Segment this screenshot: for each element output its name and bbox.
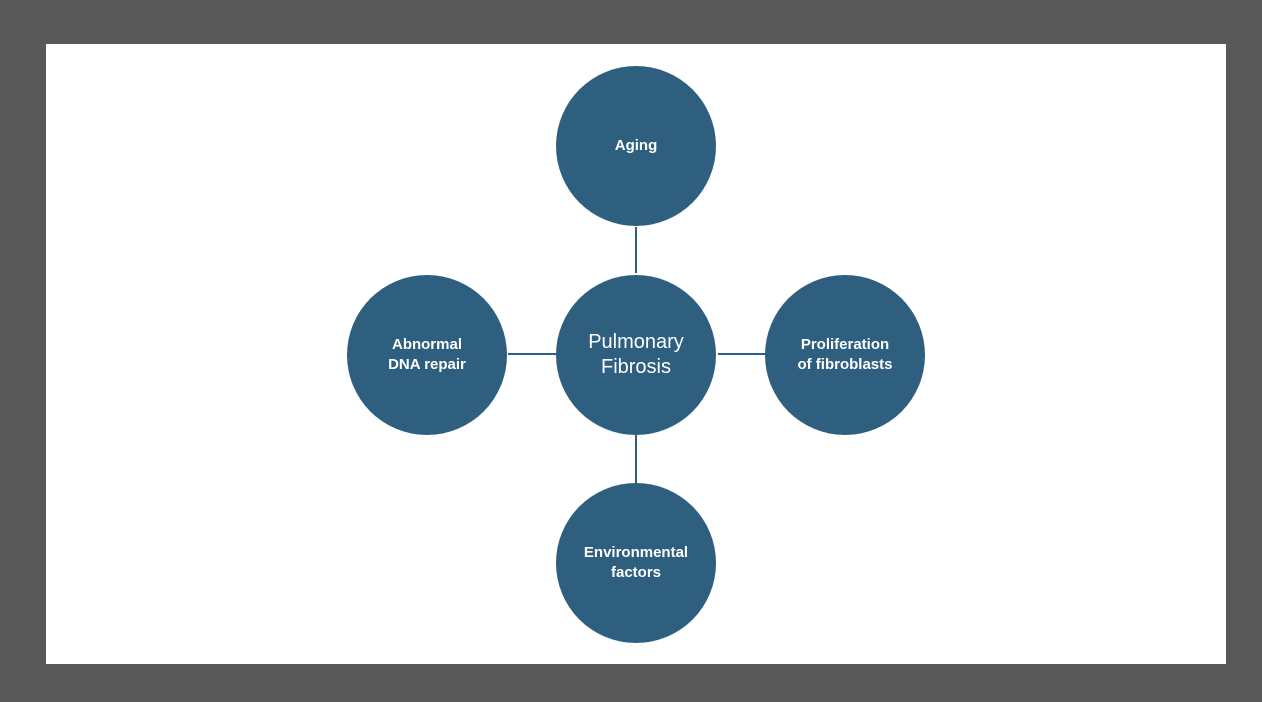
node-proliferation-of-fibroblasts[interactable]: Proliferation of fibroblasts [765,275,925,435]
node-proliferation-label-line2: of fibroblasts [797,356,893,373]
connector-right [718,353,765,355]
connector-left [508,353,556,355]
node-environmental-label-line1: Environmental [583,544,689,561]
node-environmental-label-line2: factors [610,564,662,581]
node-environmental-factors[interactable]: Environmental factors [556,483,716,643]
node-proliferation-label-line1: Proliferation [800,336,890,353]
slide-canvas: Aging Abnormal DNA repair Pulmonary Fibr… [46,44,1226,664]
node-abnormal-dna-repair-label-line2: DNA repair [388,356,466,373]
node-aging[interactable]: Aging [556,66,716,226]
node-abnormal-dna-repair-label-line1: Abnormal [391,336,462,353]
node-abnormal-dna-repair[interactable]: Abnormal DNA repair [347,275,507,435]
center-label-line2: Fibrosis [600,356,671,378]
center-label-line1: Pulmonary [588,331,684,353]
node-aging-label-line1: Aging [614,137,658,154]
connector-top [635,227,637,273]
node-pulmonary-fibrosis[interactable]: Pulmonary Fibrosis [556,275,716,435]
connector-bottom [635,435,637,483]
